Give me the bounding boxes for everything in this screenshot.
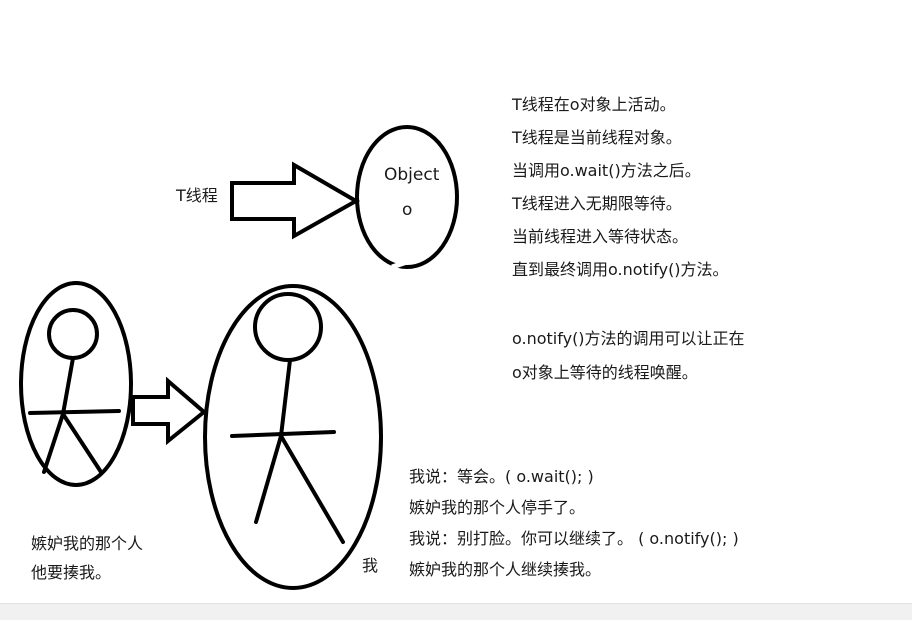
t-thread-note-line: 当前线程进入等待状态。 xyxy=(512,227,689,246)
dialogue-line: 我说：等会。( o.wait(); ) xyxy=(409,467,594,486)
jealous-caption: 嫉妒我的那个人 他要揍我。 xyxy=(31,529,143,587)
dialogue-line: 我说：别打脸。你可以继续了。 ( o.notify(); ) xyxy=(409,529,739,548)
jealous-person-head xyxy=(47,308,99,360)
jealous-person-left-leg xyxy=(42,412,65,474)
t-thread-note-line: 直到最终调用o.notify()方法。 xyxy=(512,260,729,279)
jealous-person-body xyxy=(61,356,75,416)
dialogue: 我说：等会。( o.wait(); ) 嫉妒我的那个人停手了。 我说：别打脸。你… xyxy=(409,461,739,585)
me-right-leg xyxy=(279,434,345,544)
me-figure xyxy=(230,292,345,544)
object-circle xyxy=(355,125,459,269)
jealous-person-figure xyxy=(28,308,121,474)
notify-notes: o.notify()方法的调用可以让正在 o对象上等待的线程唤醒。 xyxy=(512,322,745,390)
me-label: 我 xyxy=(362,556,379,575)
jealous-person-right-leg xyxy=(61,412,103,474)
jealous-caption-line: 他要揍我。 xyxy=(31,563,112,582)
me-body xyxy=(279,358,292,438)
object-var-label: o xyxy=(402,200,413,220)
me-circle xyxy=(203,284,383,590)
jealous-person-arms xyxy=(28,409,121,415)
jealous-caption-line: 嫉妒我的那个人 xyxy=(31,534,144,553)
t-thread-note-line: T线程进入无期限等待。 xyxy=(512,194,682,213)
jealous-person-circle xyxy=(19,281,133,487)
me-arms xyxy=(230,430,336,438)
object-label: Object xyxy=(384,165,440,185)
dialogue-line: 嫉妒我的那个人继续揍我。 xyxy=(409,560,602,579)
object-circle-gap xyxy=(391,259,408,270)
me-left-leg xyxy=(254,434,283,524)
t-thread-note-line: 当调用o.wait()方法之后。 xyxy=(512,161,701,180)
t-thread-notes: T线程在o对象上活动。 T线程是当前线程对象。 当调用o.wait()方法之后。… xyxy=(512,88,729,286)
notify-note-line: o.notify()方法的调用可以让正在 xyxy=(512,329,745,348)
arrow-to-me xyxy=(131,376,208,446)
me-head xyxy=(253,292,323,362)
bottom-bar xyxy=(0,603,912,620)
dialogue-line: 嫉妒我的那个人停手了。 xyxy=(409,498,586,517)
t-thread-note-line: T线程是当前线程对象。 xyxy=(512,128,682,147)
notify-note-line: o对象上等待的线程唤醒。 xyxy=(512,363,698,382)
arrow-to-object xyxy=(230,161,361,240)
t-thread-note-line: T线程在o对象上活动。 xyxy=(512,95,676,114)
t-thread-label: T线程 xyxy=(176,186,218,205)
